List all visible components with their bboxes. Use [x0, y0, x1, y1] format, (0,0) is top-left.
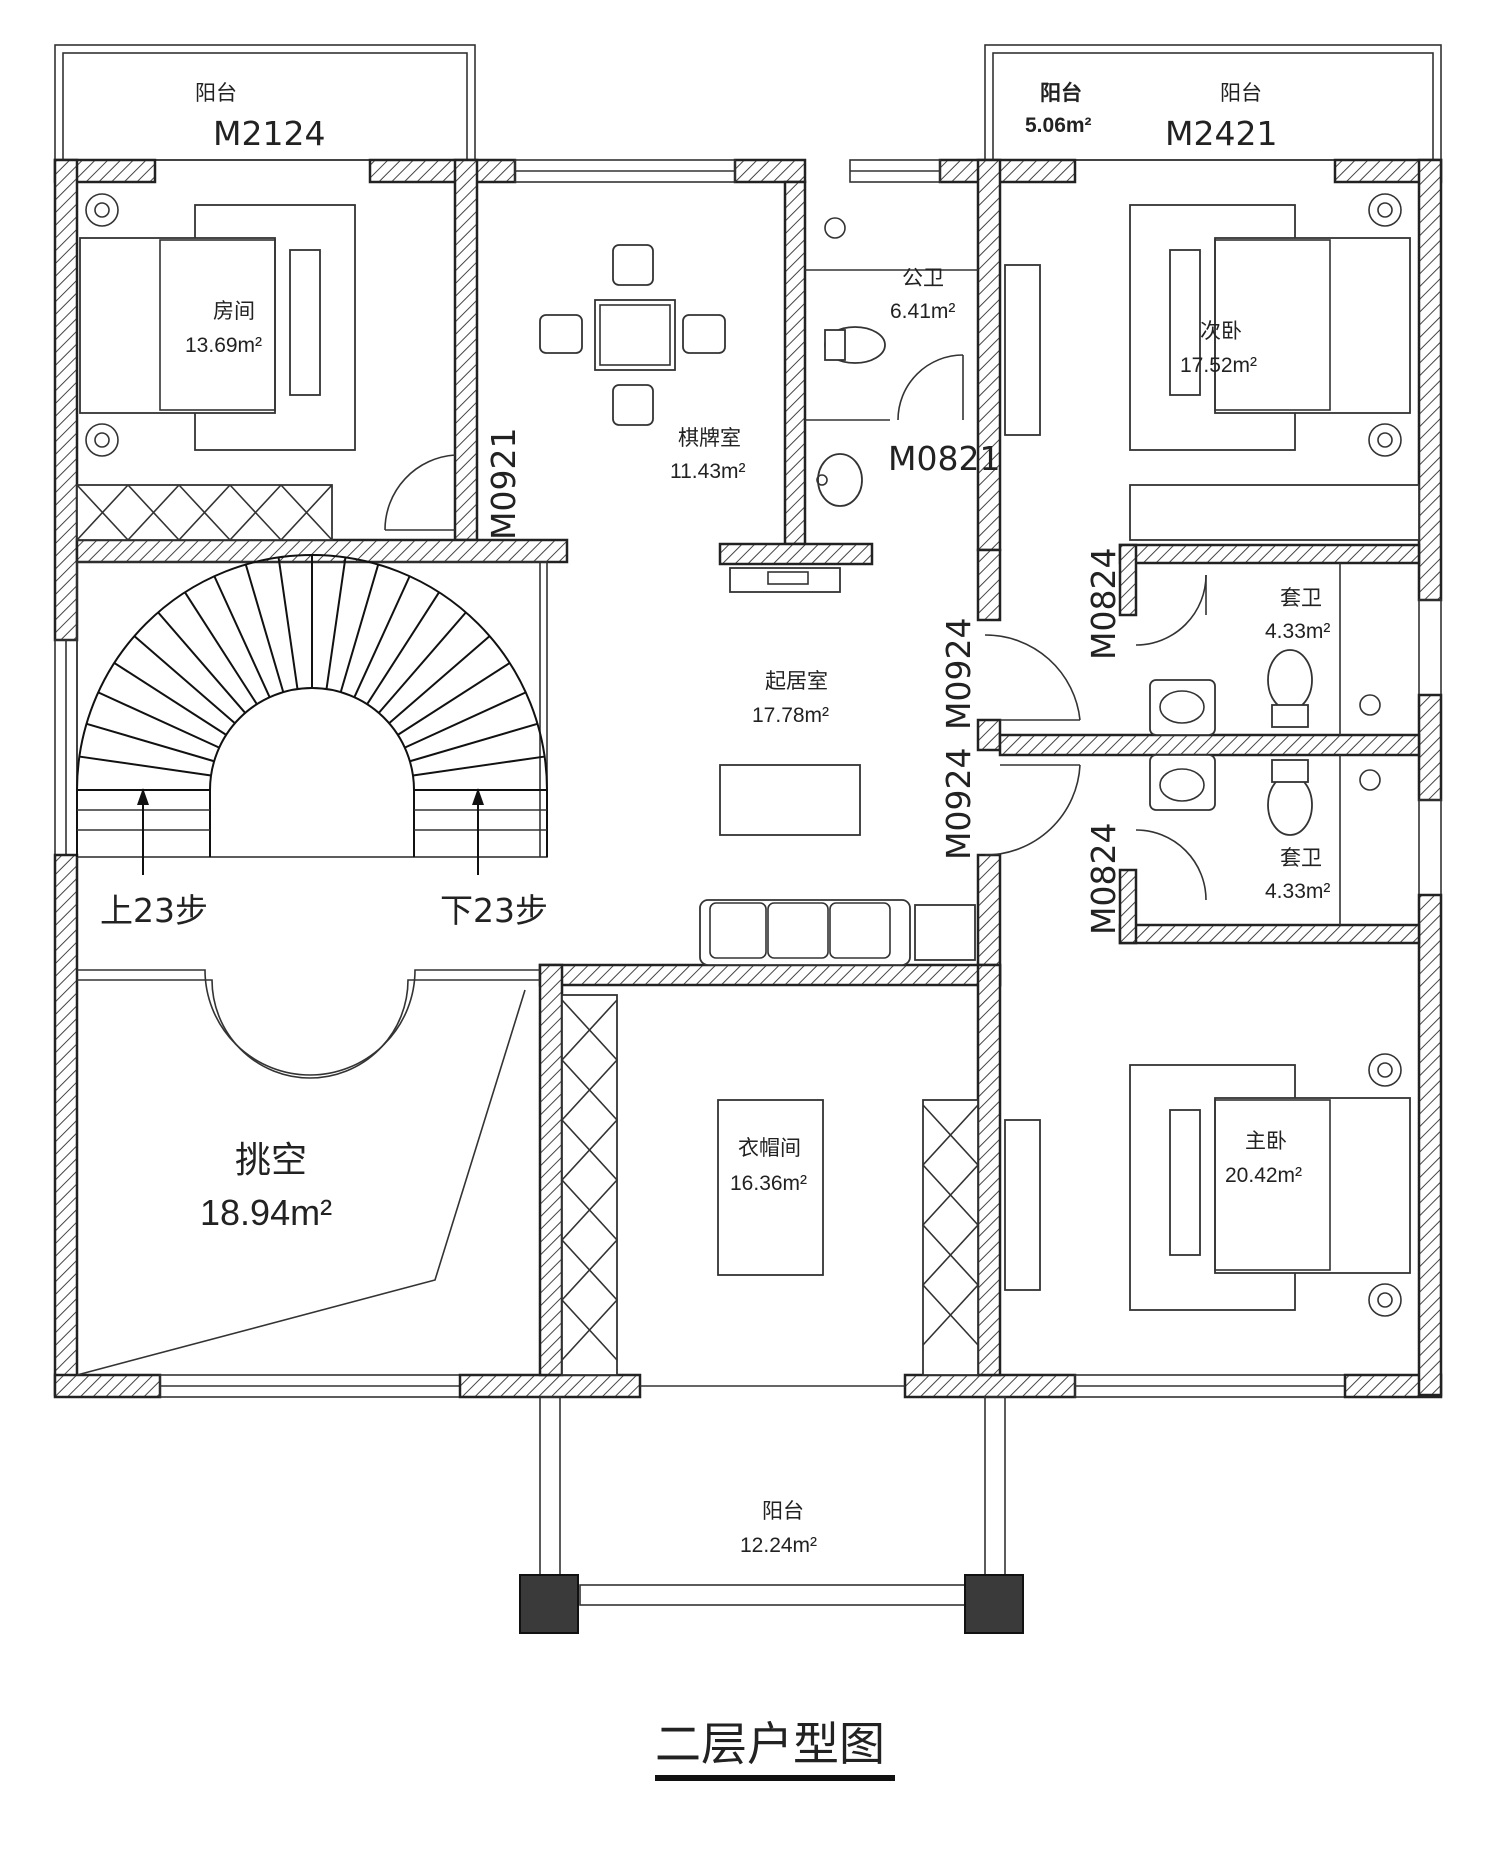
bed-second: [1004, 193, 1411, 457]
stair-tread: [97, 691, 220, 749]
stairs-up-label: 上23步: [100, 891, 208, 930]
cloakroom-name: 衣帽间: [738, 1137, 801, 1160]
card-table: [539, 244, 726, 426]
second-bedroom-area: 17.52m²: [1180, 354, 1257, 377]
balcony-nw-name: 阳台: [195, 82, 237, 105]
living-furniture: [699, 634, 1081, 966]
door-m0921-arc: [384, 454, 456, 531]
balcony-ne-name-2: 阳台: [1220, 82, 1262, 105]
second-bedroom-name: 次卧: [1200, 320, 1242, 343]
stair-tread: [113, 662, 227, 736]
stair-tread: [404, 691, 527, 749]
balcony-south-outline: [519, 1385, 1024, 1634]
balcony-ne-area: 5.06m²: [1025, 114, 1092, 137]
void-name: 挑空: [235, 1139, 307, 1180]
stair-tread: [353, 575, 411, 698]
door-m0821-label: M0821: [888, 439, 1000, 478]
master-bedroom-area: 20.42m²: [1225, 1164, 1302, 1187]
stair-tread: [388, 635, 491, 724]
void-area: [76, 969, 540, 1376]
stair-tread: [133, 635, 236, 724]
stair-tread: [277, 557, 299, 690]
card-room-name: 棋牌室: [678, 427, 741, 450]
door-m0824-a-label: M0824: [1084, 548, 1123, 660]
stair-tread: [409, 722, 538, 763]
public-wc-fixtures: [805, 217, 978, 507]
stair-tread: [397, 662, 511, 736]
door-m0824-b-label: M0824: [1084, 823, 1123, 935]
stair-tread: [378, 611, 467, 714]
stair-tread: [184, 591, 258, 705]
bed-room-left: [79, 193, 356, 457]
stair-tread: [86, 722, 215, 763]
door-m2124-label: M2124: [213, 114, 325, 153]
spiral-staircase: [76, 554, 548, 875]
pillar-left: [519, 1574, 579, 1634]
balcony-nw-outline: [54, 44, 476, 161]
master-bedroom-name: 主卧: [1245, 1130, 1287, 1153]
stair-tread: [325, 557, 347, 690]
stair-tread: [79, 755, 212, 777]
door-m0924-b-label: M0924: [939, 748, 978, 860]
bed-master: [1004, 1053, 1411, 1317]
public-wc-name: 公卫: [902, 267, 944, 290]
ensuite-1-name: 套卫: [1280, 587, 1322, 610]
cloakroom-furniture: [560, 994, 980, 1376]
outer-walls: [53, 158, 1443, 1399]
plan-title: 二层户型图: [655, 1717, 885, 1771]
stair-tread: [244, 564, 285, 693]
ensuite-fixtures: [1135, 563, 1381, 925]
room-name: 房间: [213, 300, 255, 323]
room-area: 13.69m²: [185, 334, 262, 357]
wardrobe-left: [76, 484, 333, 541]
stair-tread: [157, 611, 246, 714]
ensuite-2-name: 套卫: [1280, 847, 1322, 870]
stairs-down-label: 下23步: [440, 891, 548, 930]
balcony-ne-outline: [984, 44, 1442, 161]
balcony-ne-name: 阳台: [1040, 81, 1082, 105]
void-area: 18.94m²: [200, 1192, 332, 1233]
stair-tread: [213, 575, 271, 698]
door-m2421-label: M2421: [1165, 114, 1277, 153]
card-room-area: 11.43m²: [670, 460, 745, 483]
public-wc-area: 6.41m²: [890, 300, 955, 323]
living-area: 17.78m²: [752, 704, 829, 727]
tv-cabinet: [729, 567, 841, 593]
wardrobe-second: [1129, 484, 1420, 541]
ensuite-2-area: 4.33m²: [1265, 880, 1330, 903]
stair-tread: [339, 564, 380, 693]
living-name: 起居室: [765, 670, 828, 693]
ensuite-1-area: 4.33m²: [1265, 620, 1330, 643]
balcony-south-name: 阳台: [762, 1500, 804, 1523]
balcony-south-area: 12.24m²: [740, 1534, 817, 1557]
pillar-right: [964, 1574, 1024, 1634]
door-m0924-a-label: M0924: [939, 618, 978, 730]
door-m0921-label: M0921: [484, 428, 523, 540]
cloakroom-area: 16.36m²: [730, 1172, 807, 1195]
title-underline: [655, 1775, 895, 1781]
stair-tread: [412, 755, 545, 777]
stair-tread: [366, 591, 440, 705]
